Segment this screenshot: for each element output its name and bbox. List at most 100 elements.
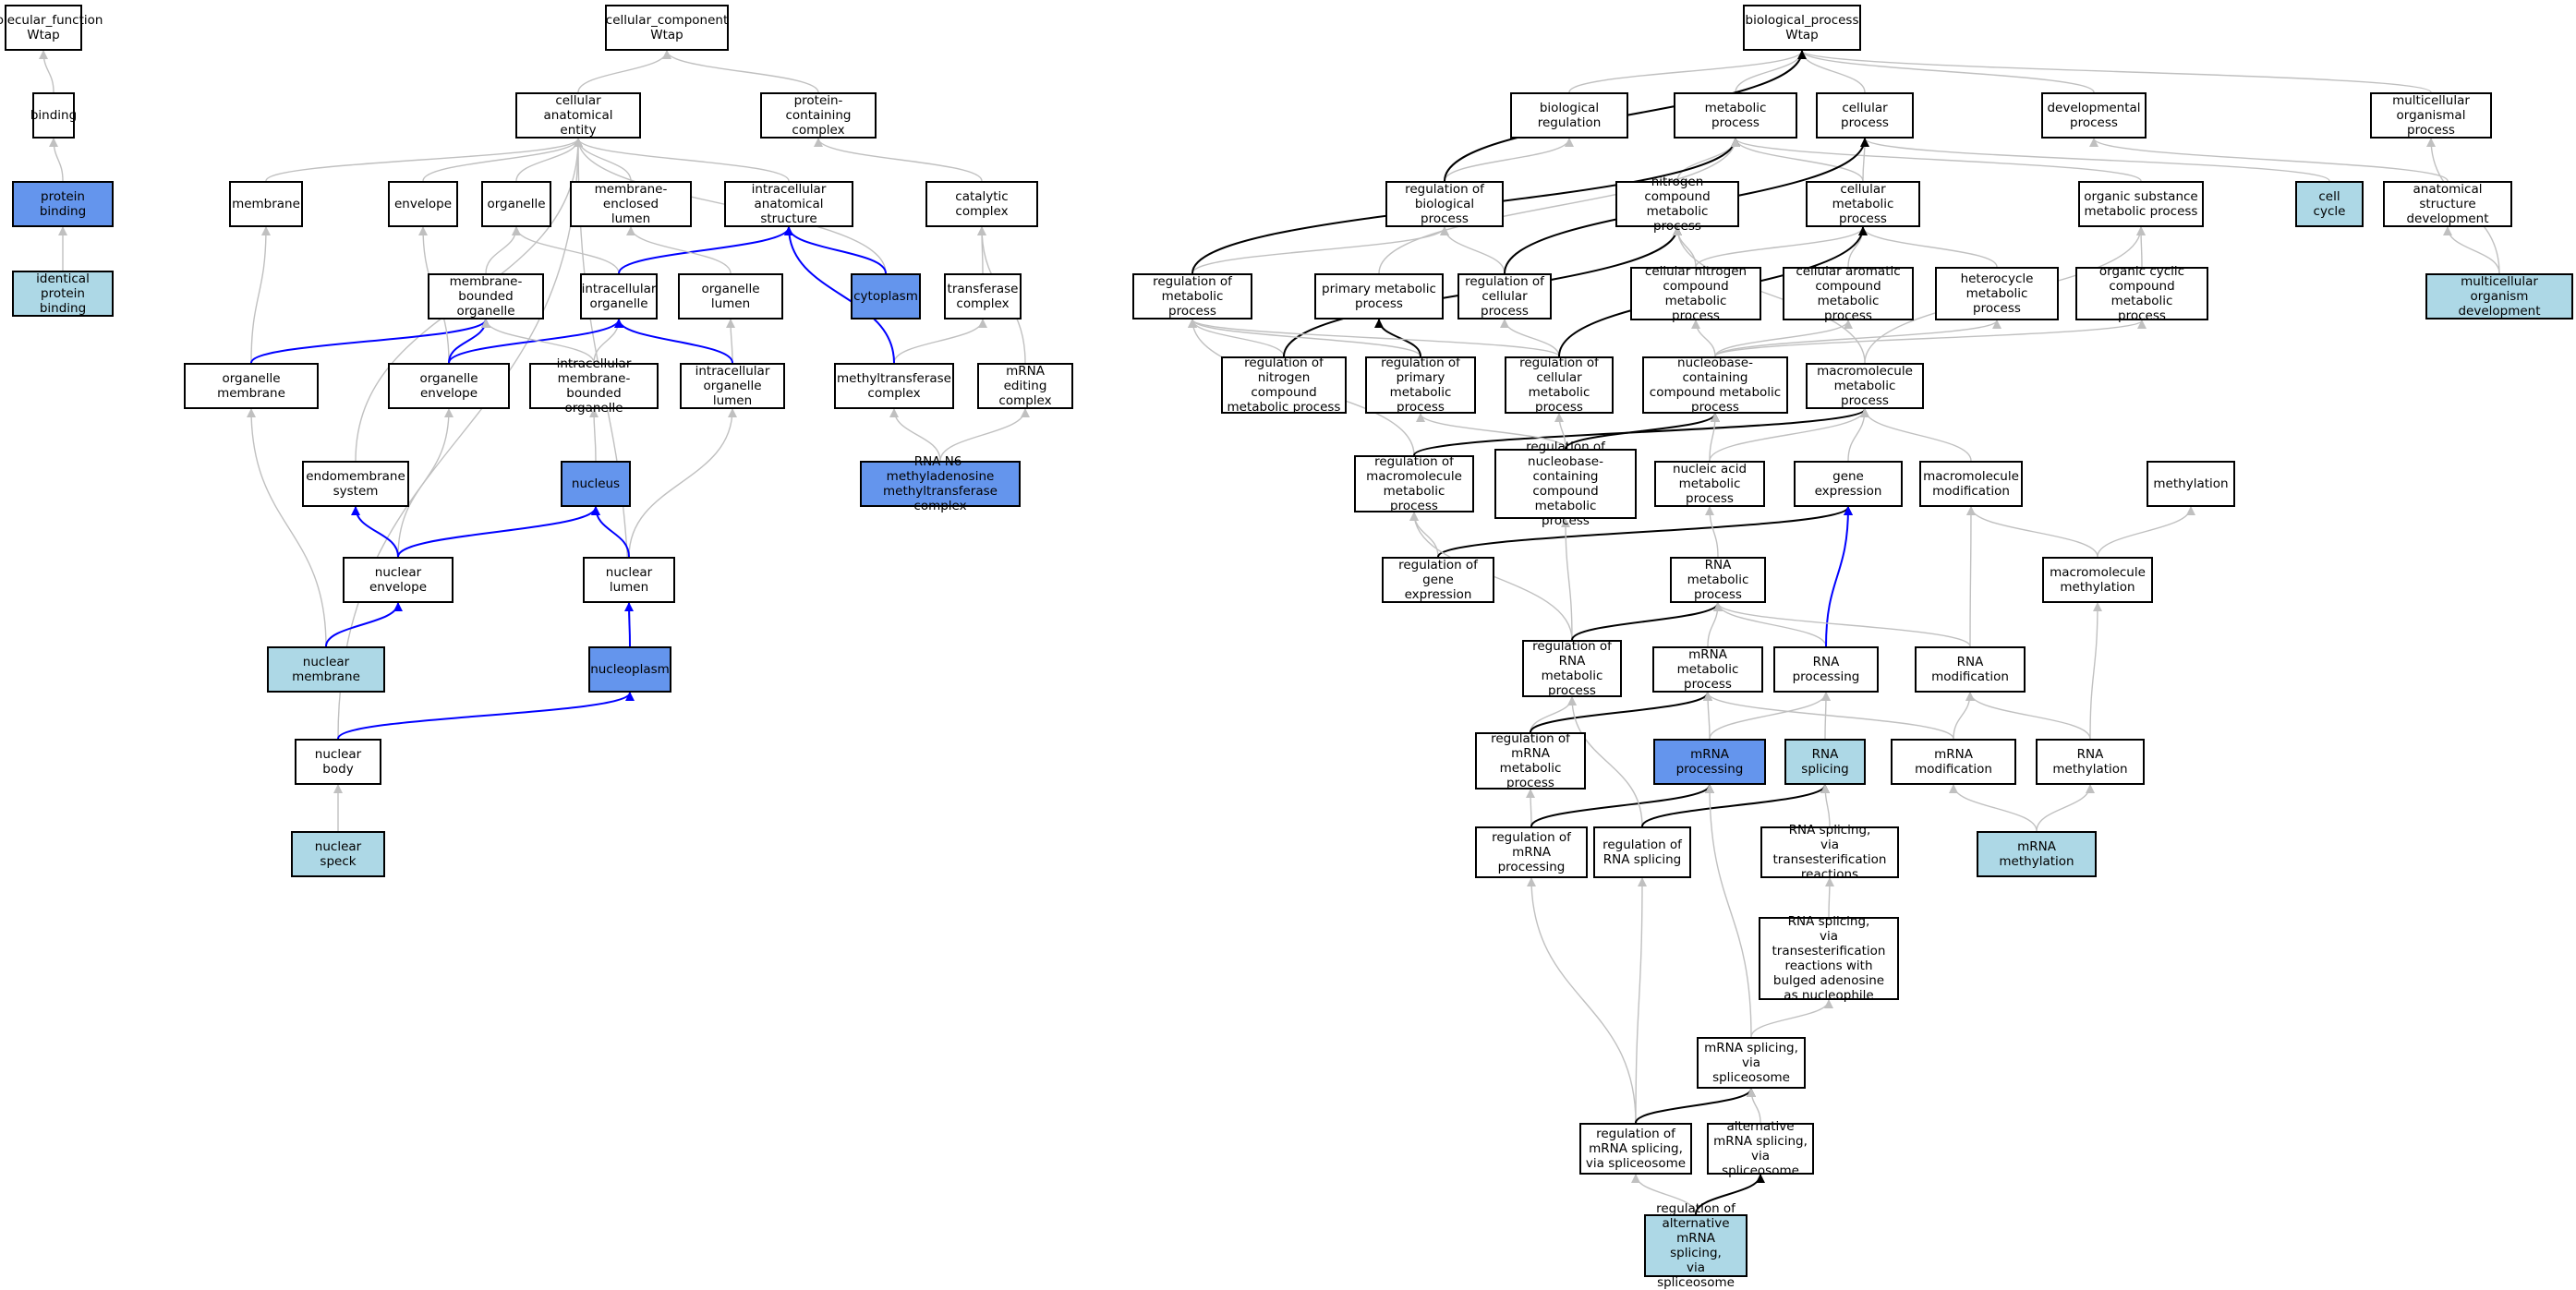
node-cell-cycle[interactable]: cell cycle (2295, 181, 2364, 227)
edge-mrnamod-to-mrnamp (1703, 692, 1954, 740)
node-nuclear-lumen[interactable]: nuclear lumen (583, 557, 675, 603)
node-membrane-enclosed-lumen[interactable]: membrane-enclosed lumen (570, 181, 692, 227)
edge-namp-to-mmp (1709, 408, 1869, 462)
node-regulation-of-nitrogen-compound-metabolic-process[interactable]: regulation of nitrogen compound metaboli… (1221, 356, 1347, 415)
node-regulation-of-biological-process[interactable]: regulation of biological process (1385, 181, 1504, 227)
node-mrna-editing-complex[interactable]: mRNA editing complex (977, 363, 1073, 409)
node-nitrogen-compound-metabolic-process[interactable]: nitrogen compound metabolic process (1615, 175, 1739, 234)
edge-hmp-to-cmp (1858, 226, 1998, 268)
node-cellular-component-root[interactable]: cellular_component Wtap (605, 5, 729, 51)
node-molecular-function-root[interactable]: molecular_function Wtap (0, 5, 103, 51)
node-multicellular-organismal-process[interactable]: multicellular organismal process (2370, 92, 2492, 139)
node-rna-metabolic-process[interactable]: RNA metabolic process (1670, 557, 1766, 603)
node-cellular-process[interactable]: cellular process (1816, 92, 1914, 139)
edge-nenv-to-nucleus (397, 506, 600, 558)
node-cytoplasm[interactable]: cytoplasm (851, 273, 921, 319)
node-anatomical-structure-development[interactable]: anatomical structure development (2383, 181, 2512, 227)
node-rna-modification[interactable]: RNA modification (1915, 646, 2026, 693)
edge-nplasm-to-nlumen (624, 602, 635, 647)
node-mrna-splicing-via-spliceosome[interactable]: mRNA splicing, via spliceosome (1697, 1037, 1806, 1089)
node-nucleoplasm[interactable]: nucleoplasm (588, 646, 671, 693)
node-regulation-of-rna-metabolic-process[interactable]: regulation of RNA metabolic process (1522, 639, 1622, 698)
node-mrna-metabolic-process[interactable]: mRNA metabolic process (1652, 646, 1763, 693)
edge-rsvtr-to-rnasplice (1820, 784, 1831, 827)
node-protein-containing-complex[interactable]: protein-containing complex (760, 92, 877, 139)
node-binding[interactable]: binding (30, 92, 77, 139)
node-protein-binding[interactable]: protein binding (12, 181, 114, 227)
node-gene-expression[interactable]: gene expression (1794, 461, 1903, 507)
node-primary-metabolic-process[interactable]: primary metabolic process (1314, 273, 1444, 319)
node-regulation-of-gene-expression[interactable]: regulation of gene expression (1382, 557, 1494, 603)
node-alternative-mrna-splicing-via-spliceosome[interactable]: alternative mRNA splicing, via spliceoso… (1707, 1119, 1814, 1178)
node-nuclear-speck[interactable]: nuclear speck (291, 831, 385, 877)
node-developmental-process[interactable]: developmental process (2041, 92, 2147, 139)
node-organelle-envelope[interactable]: organelle envelope (388, 363, 510, 409)
node-regulation-of-nucleobase-containing-compound-metabolic-process[interactable]: regulation of nucleobase-containing comp… (1494, 440, 1637, 528)
node-mrna-methylation[interactable]: mRNA methylation (1977, 831, 2097, 877)
node-transferase-complex[interactable]: transferase complex (944, 273, 1022, 319)
node-methyltransferase-complex[interactable]: methyltransferase complex (834, 363, 954, 409)
node-regulation-of-macromolecule-metabolic-process[interactable]: regulation of macromolecule metabolic pr… (1354, 454, 1474, 513)
node-rna-splicing-bulged-adenosine[interactable]: RNA splicing, via transesterification re… (1759, 914, 1899, 1003)
node-nucleus[interactable]: nucleus (561, 461, 631, 507)
edge-breg-to-bp (1568, 50, 1807, 93)
edge-nbcmp-to-occmp (1714, 319, 2147, 357)
node-cellular-metabolic-process[interactable]: cellular metabolic process (1806, 181, 1920, 227)
node-nuclear-envelope[interactable]: nuclear envelope (343, 557, 454, 603)
node-cellular-aromatic-compound-metabolic-process[interactable]: cellular aromatic compound metabolic pro… (1783, 264, 1914, 323)
edge-mrnaproc-to-mrnamp (1703, 692, 1713, 740)
node-rna-splicing[interactable]: RNA splicing (1784, 739, 1866, 785)
node-biological-regulation[interactable]: biological regulation (1510, 92, 1628, 139)
node-identical-protein-binding[interactable]: identical protein binding (12, 271, 114, 317)
node-catalytic-complex[interactable]: catalytic complex (925, 181, 1038, 227)
edge-ccycle-to-cellp (1860, 138, 2330, 182)
edge-ramsvs-to-amsvs (1695, 1174, 1765, 1215)
edge-mmeth-to-methylation (2097, 506, 2195, 558)
node-mrna-processing[interactable]: mRNA processing (1653, 739, 1766, 785)
node-regulation-of-mrna-processing[interactable]: regulation of mRNA processing (1475, 826, 1588, 878)
node-cellular-nitrogen-compound-metabolic-process[interactable]: cellular nitrogen compound metabolic pro… (1630, 264, 1761, 323)
node-macromolecule-methylation[interactable]: macromolecule methylation (2042, 557, 2153, 603)
node-regulation-of-cellular-process[interactable]: regulation of cellular process (1457, 273, 1552, 319)
node-biological-process-root[interactable]: biological_process Wtap (1743, 5, 1861, 51)
node-regulation-of-mrna-splicing-via-spliceosome[interactable]: regulation of mRNA splicing, via spliceo… (1579, 1123, 1692, 1175)
node-organic-cyclic-compound-metabolic-process[interactable]: organic cyclic compound metabolic proces… (2075, 264, 2208, 323)
node-envelope[interactable]: envelope (388, 181, 458, 227)
node-cellular-anatomical-entity[interactable]: cellular anatomical entity (515, 92, 641, 139)
node-rna-methylation[interactable]: RNA methylation (2036, 739, 2145, 785)
node-regulation-of-mrna-metabolic-process[interactable]: regulation of mRNA metabolic process (1475, 731, 1586, 790)
node-endomembrane-system[interactable]: endomembrane system (302, 461, 409, 507)
node-intracellular-organelle[interactable]: intracellular organelle (580, 273, 658, 319)
node-regulation-of-metabolic-process[interactable]: regulation of metabolic process (1132, 273, 1252, 319)
node-heterocycle-metabolic-process[interactable]: heterocycle metabolic process (1935, 267, 2059, 320)
node-organic-substance-metabolic-process[interactable]: organic substance metabolic process (2078, 181, 2204, 227)
node-intracellular-membrane-bounded-organelle[interactable]: intracellular membrane-bounded organelle (529, 356, 659, 416)
edge-rcmp-to-rcp (1500, 319, 1560, 357)
node-multicellular-organism-development[interactable]: multicellular organism development (2425, 273, 2573, 319)
edge-gexp-to-mmp (1847, 408, 1869, 462)
node-nuclear-membrane[interactable]: nuclear membrane (267, 646, 385, 693)
node-nucleobase-containing-compound-metabolic-process[interactable]: nucleobase-containing compound metabolic… (1642, 356, 1788, 415)
node-nucleic-acid-metabolic-process[interactable]: nucleic acid metabolic process (1654, 461, 1765, 507)
node-membrane-bounded-organelle[interactable]: membrane-bounded organelle (428, 273, 544, 319)
node-methylation[interactable]: methylation (2147, 461, 2235, 507)
node-organelle-lumen[interactable]: organelle lumen (678, 273, 783, 319)
node-rna-n6-methyladenosine-methyltransferase-complex[interactable]: RNA N6-methyladenosine methyltransferase… (860, 454, 1021, 513)
node-nuclear-body[interactable]: nuclear body (295, 739, 381, 785)
node-macromolecule-metabolic-process[interactable]: macromolecule metabolic process (1806, 363, 1924, 409)
node-intracellular-anatomical-structure[interactable]: intracellular anatomical structure (724, 181, 853, 227)
node-rna-splicing-via-transesterification-reactions[interactable]: RNA splicing, via transesterification re… (1760, 823, 1899, 882)
node-regulation-of-alternative-mrna-splicing-via-spliceosome[interactable]: regulation of alternative mRNA splicing,… (1644, 1201, 1748, 1290)
node-regulation-of-cellular-metabolic-process[interactable]: regulation of cellular metabolic process (1505, 356, 1614, 415)
node-organelle-membrane[interactable]: organelle membrane (184, 363, 319, 409)
node-organelle[interactable]: organelle (481, 181, 551, 227)
node-intracellular-organelle-lumen[interactable]: intracellular organelle lumen (680, 363, 785, 409)
node-rna-processing[interactable]: RNA processing (1773, 646, 1879, 693)
node-membrane[interactable]: membrane (229, 181, 303, 227)
node-mrna-modification[interactable]: mRNA modification (1891, 739, 2016, 785)
edge-mrnameth-to-mrnamod (1949, 784, 2038, 832)
node-regulation-of-rna-splicing[interactable]: regulation of RNA splicing (1593, 826, 1691, 878)
node-macromolecule-modification[interactable]: macromolecule modification (1919, 461, 2023, 507)
node-metabolic-process[interactable]: metabolic process (1674, 92, 1797, 139)
node-regulation-of-primary-metabolic-process[interactable]: regulation of primary metabolic process (1365, 356, 1476, 415)
